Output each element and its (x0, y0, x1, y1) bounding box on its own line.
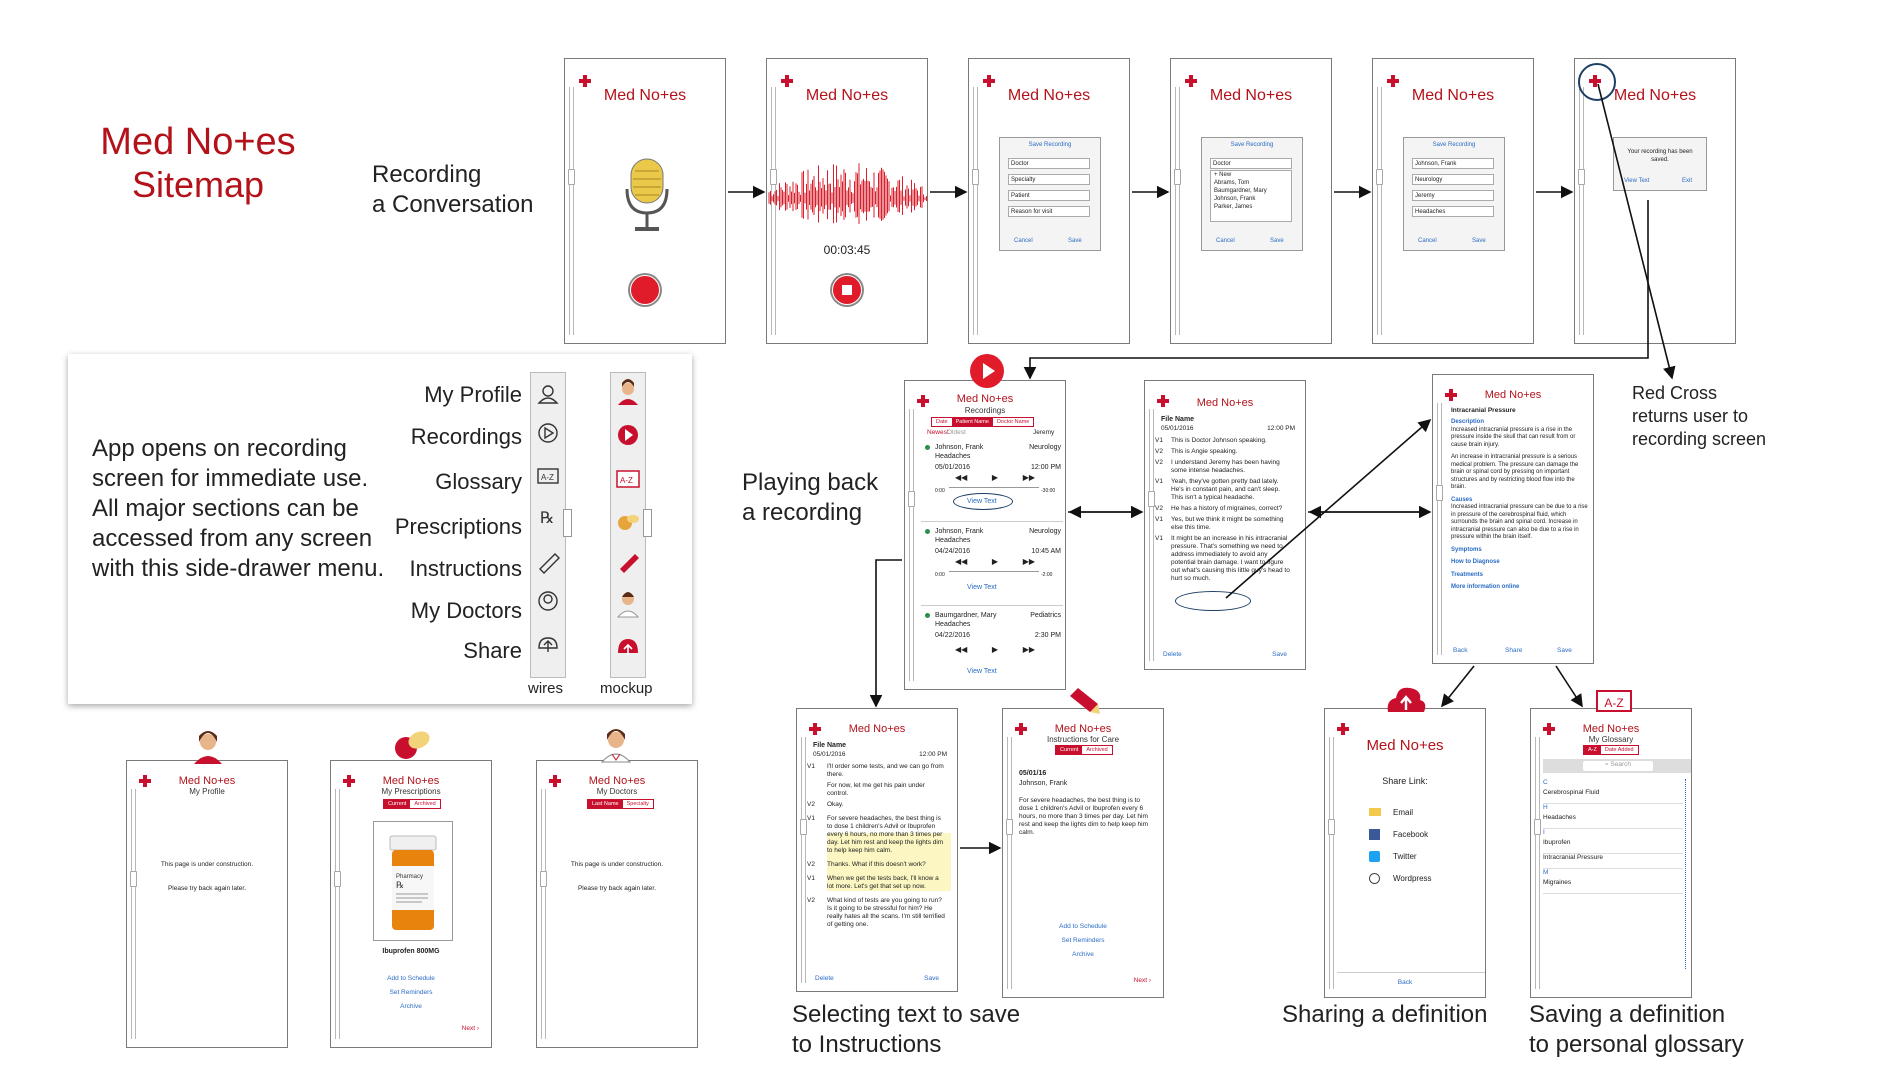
arrow (1226, 420, 1430, 598)
arrow (1030, 200, 1648, 378)
arrow (1442, 666, 1474, 706)
arrow (1598, 84, 1672, 378)
arrow (1556, 666, 1582, 706)
arrow (876, 560, 902, 706)
